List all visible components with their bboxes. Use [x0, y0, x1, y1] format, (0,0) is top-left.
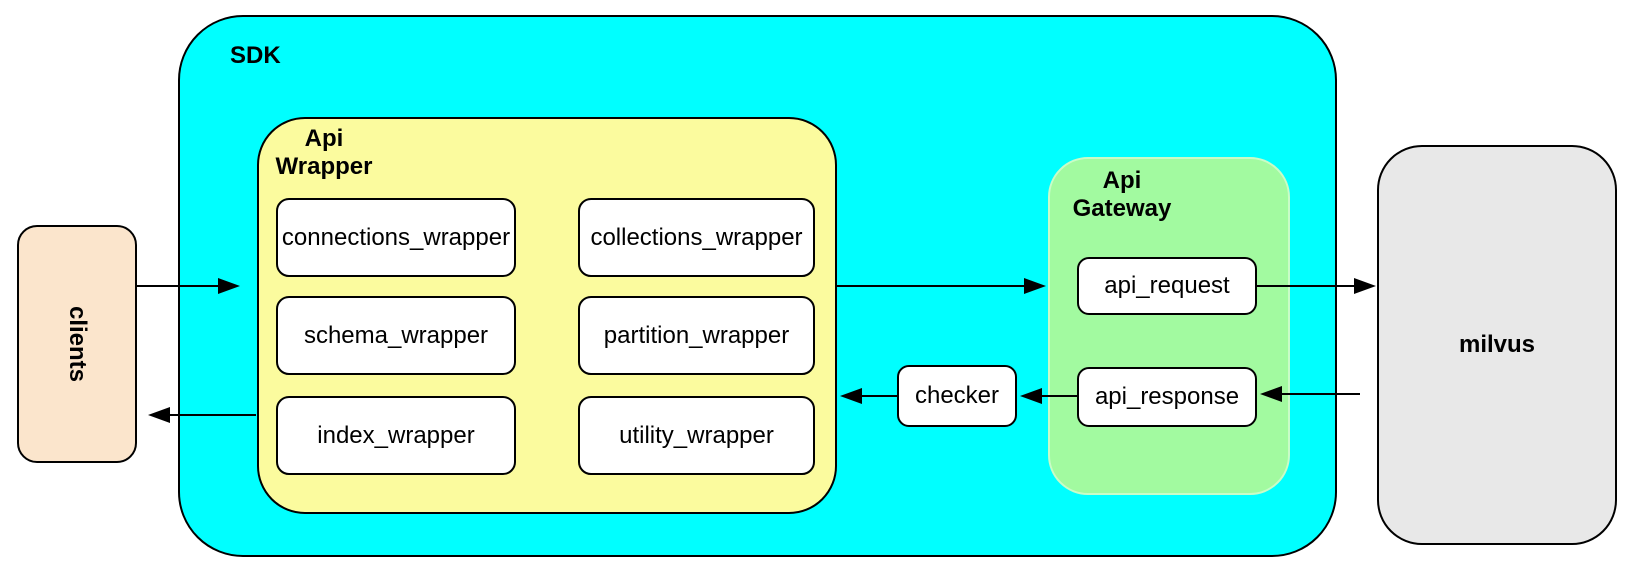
node-clients: clients: [17, 225, 137, 463]
node-connections-wrapper: connections_wrapper: [276, 198, 516, 277]
node-utility-wrapper: utility_wrapper: [578, 396, 815, 475]
node-collections-wrapper-label: collections_wrapper: [590, 223, 803, 251]
arrow-clients-to-sdk: [137, 278, 240, 294]
arrow-line: [137, 285, 222, 287]
arrow-line: [837, 285, 1028, 287]
arrow-line: [166, 414, 256, 416]
arrow-checker-to-wrapper: [840, 388, 897, 404]
arrowhead-left-icon: [148, 407, 170, 423]
arrow-line: [1278, 393, 1360, 395]
node-collections-wrapper: collections_wrapper: [578, 198, 815, 277]
arrowhead-left-icon: [1260, 386, 1282, 402]
sdk-label: SDK: [230, 42, 281, 69]
arrow-wrapper-to-gateway: [837, 278, 1046, 294]
node-api-response: api_response: [1077, 367, 1257, 427]
arrow-line: [1257, 285, 1358, 287]
node-api-response-label: api_response: [1094, 383, 1240, 410]
arrowhead-left-icon: [1020, 388, 1042, 404]
node-schema-wrapper: schema_wrapper: [276, 296, 516, 375]
node-schema-wrapper-label: schema_wrapper: [303, 321, 489, 349]
arrow-line: [1038, 395, 1077, 397]
node-index-wrapper: index_wrapper: [276, 396, 516, 475]
api-gateway-label: Api Gateway: [1072, 167, 1172, 222]
node-partition-wrapper-label: partition_wrapper: [603, 321, 790, 349]
arrow-response-to-checker: [1020, 388, 1077, 404]
node-api-request: api_request: [1077, 257, 1257, 315]
node-utility-wrapper-label: utility_wrapper: [619, 421, 774, 449]
arrowhead-right-icon: [1024, 278, 1046, 294]
arrow-line: [858, 395, 897, 397]
arrowhead-right-icon: [1354, 278, 1376, 294]
node-checker: checker: [897, 365, 1017, 427]
arrow-milvus-to-response: [1260, 386, 1360, 402]
arrow-wrapper-to-clients: [148, 407, 256, 423]
api-gateway-container: Api Gateway: [1048, 157, 1290, 495]
node-milvus-label: milvus: [1458, 331, 1536, 358]
node-partition-wrapper: partition_wrapper: [578, 296, 815, 375]
api-wrapper-label: Api Wrapper: [275, 125, 373, 180]
arrowhead-left-icon: [840, 388, 862, 404]
node-clients-label: clients: [64, 305, 91, 383]
node-connections-wrapper-label: connections_wrapper: [281, 223, 511, 251]
node-index-wrapper-label: index_wrapper: [317, 421, 475, 449]
node-api-request-label: api_request: [1104, 272, 1230, 299]
node-checker-label: checker: [914, 382, 1000, 409]
arrow-request-to-milvus: [1257, 278, 1376, 294]
node-milvus: milvus: [1377, 145, 1617, 545]
arrowhead-right-icon: [218, 278, 240, 294]
